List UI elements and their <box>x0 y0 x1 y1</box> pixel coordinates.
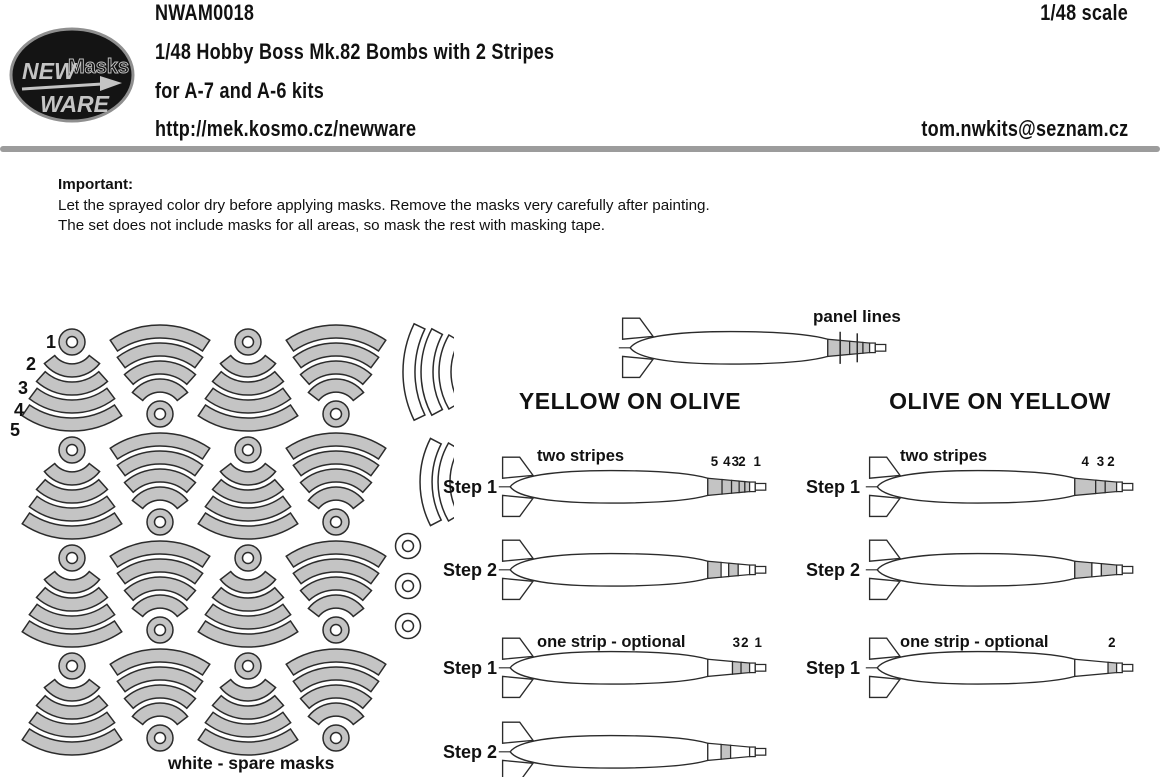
stripe-number: 3 <box>733 635 740 650</box>
bomb-yo-step2 <box>495 524 780 613</box>
stripe-number: 2 <box>1108 635 1115 650</box>
stripe-number: 2 <box>1107 454 1114 469</box>
yo-one-strip-label: one strip - optional <box>537 633 686 651</box>
stripe-number: 2 <box>738 454 745 469</box>
stripe-number: 3 <box>732 454 739 469</box>
stripe-number: 5 <box>711 454 719 469</box>
bomb-oy-step1-optional: 2 <box>862 622 1147 711</box>
sheet-title: 1/48 Hobby Boss Mk.82 Bombs with 2 Strip… <box>155 39 555 64</box>
bomb-figure <box>498 539 767 601</box>
spare-masks-caption: white - spare masks <box>168 753 335 773</box>
logo-arrow-line <box>21 82 103 91</box>
stripe-number: 1 <box>754 635 762 650</box>
logo-text-ware: WARE <box>40 91 110 117</box>
bomb-figure <box>865 539 1134 601</box>
yo-step2-label: Step 2 <box>443 560 498 580</box>
scale-label: 1/48 scale <box>1040 0 1128 25</box>
bomb-panel-lines-diagram <box>615 302 900 391</box>
newware-logo: NEW Masks WARE <box>9 27 135 123</box>
bomb-figure: 2 <box>865 635 1134 699</box>
heading-yellow-on-olive: YELLOW ON OLIVE <box>518 388 742 414</box>
logo-arrow-head <box>100 76 122 91</box>
oy-step1-label: Step 1 <box>806 477 861 497</box>
yo-step1-label: Step 1 <box>443 477 498 497</box>
important-note: Important: Let the sprayed color dry bef… <box>58 175 838 237</box>
bomb-oy-step2 <box>862 524 1147 613</box>
important-line1: Let the sprayed color dry before applyin… <box>58 196 710 214</box>
logo-oval <box>9 27 135 123</box>
stripe-number: 3 <box>1097 454 1104 469</box>
product-code: NWAM0018 <box>155 0 255 25</box>
header-divider <box>0 146 1160 152</box>
yo-step2b-label: Step 2 <box>443 742 498 762</box>
heading-olive-on-yellow: OLIVE ON YELLOW <box>889 388 1111 414</box>
stripe-number: 2 <box>741 635 748 650</box>
oy-step2-label: Step 2 <box>806 560 861 580</box>
stripe-number: 1 <box>753 454 761 469</box>
bomb-figure <box>618 317 887 379</box>
sheet-subtitle: for A-7 and A-6 kits <box>155 78 324 103</box>
stripe-number: 4 <box>1082 454 1090 469</box>
logo-text-new: NEW <box>22 58 78 84</box>
important-line2: The set does not include masks for all a… <box>58 217 606 234</box>
logo-text-masks: Masks <box>68 56 129 78</box>
stripe-number: 4 <box>723 454 731 469</box>
important-heading: Important: <box>58 176 134 193</box>
oy-two-stripes-label: two stripes <box>900 447 988 465</box>
contact-email: tom.nwkits@seznam.cz <box>921 116 1128 141</box>
mask-item-number: 1 <box>46 332 56 352</box>
bomb-figure <box>498 721 767 777</box>
yo-step1b-label: Step 1 <box>443 658 498 678</box>
mask-item-number: 5 <box>10 420 20 440</box>
mask-item-number: 2 <box>26 354 36 374</box>
panel-lines-label: panel lines <box>813 307 901 326</box>
mask-sheet-svg: 12 345 <box>10 322 461 756</box>
oy-one-strip-label: one strip - optional <box>900 633 1049 651</box>
mask-item-number: 4 <box>14 400 24 420</box>
oy-step1b-label: Step 1 <box>806 658 861 678</box>
bomb-yo-step2-optional <box>495 706 780 777</box>
mask-item-number: 3 <box>18 378 28 398</box>
yo-two-stripes-label: two stripes <box>537 447 625 465</box>
website-url: http://mek.kosmo.cz/newware <box>155 116 417 141</box>
